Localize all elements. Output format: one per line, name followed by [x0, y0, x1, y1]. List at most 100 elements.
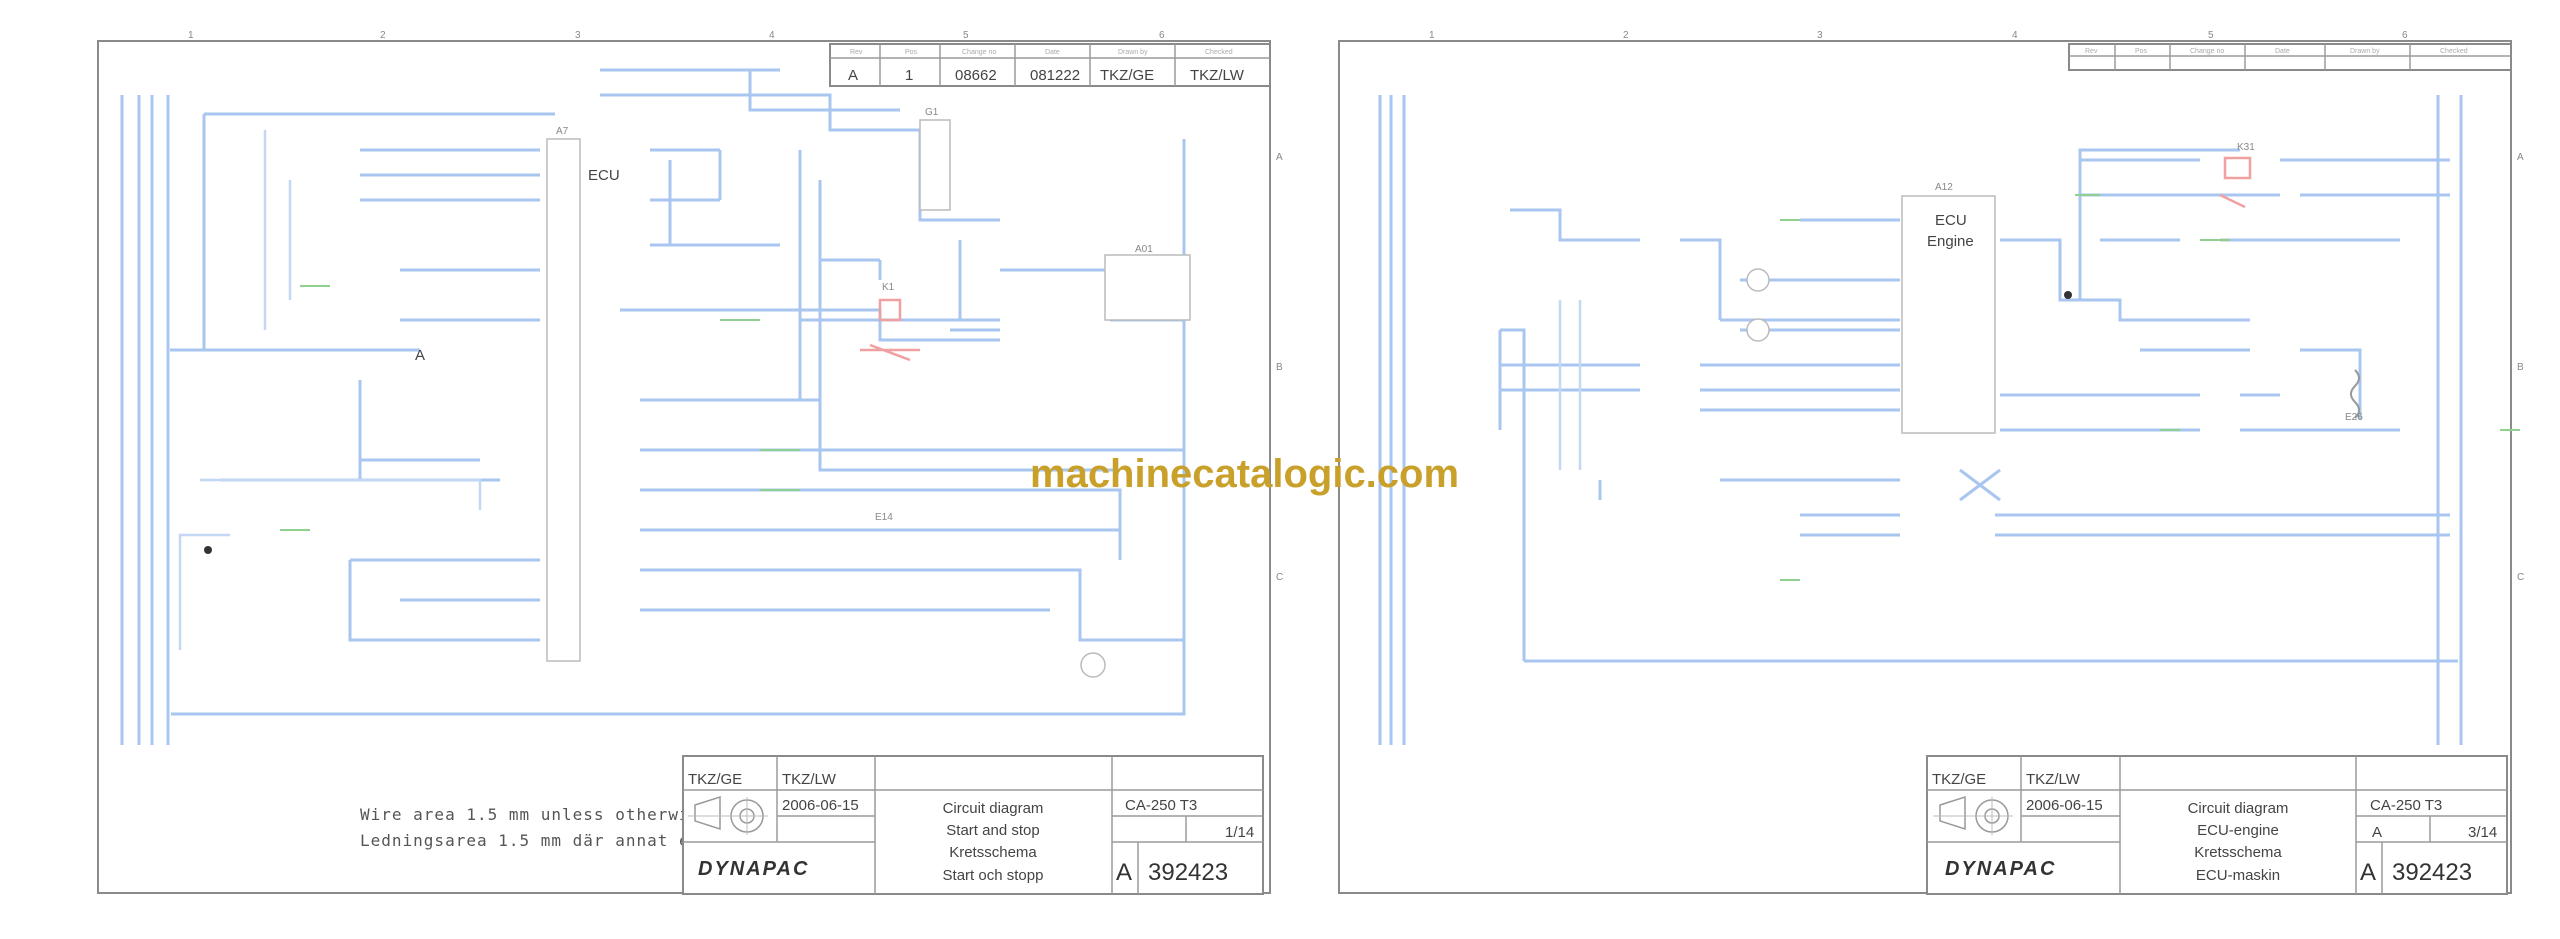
- date-header: Date: [2275, 48, 2290, 55]
- title-line-1: Circuit diagram: [2188, 800, 2289, 817]
- starter-connector: [919, 119, 951, 211]
- revision-letter: A: [1116, 859, 1132, 886]
- drawn-value: TKZ/GE: [1100, 67, 1154, 84]
- title-line-3: Kretsschema: [949, 844, 1037, 861]
- wire-area-note-en: Wire area 1.5 mm unless otherwise stated: [360, 805, 785, 824]
- model-name: CA-250 T3: [2370, 797, 2442, 814]
- projection-symbol: [1933, 795, 2013, 835]
- checked-value: TKZ/LW: [1190, 67, 1245, 84]
- column-label: 1: [1429, 30, 1435, 41]
- ecu-ref-label: A12: [1935, 182, 1953, 193]
- pos-header: Pos: [905, 49, 918, 56]
- column-label: 6: [1159, 30, 1165, 41]
- row-label: A: [2517, 152, 2524, 163]
- change-header: Change no: [962, 49, 996, 56]
- section-marker: A: [415, 347, 425, 364]
- dynapac-logo: DYNAPAC: [1945, 858, 2056, 880]
- projection-symbol: [688, 795, 768, 835]
- components: A7 ECU G1 A01 K1 A E14: [204, 107, 1191, 678]
- column-label: 2: [380, 30, 386, 41]
- title-line-3: Kretsschema: [2194, 844, 2282, 861]
- row-label: C: [1276, 572, 1283, 583]
- ecu-box: [546, 138, 581, 662]
- drawing-date: 2006-06-15: [782, 797, 859, 814]
- sensor-ref-label: E26: [2345, 412, 2363, 423]
- coil-symbol: [2350, 369, 2360, 419]
- title-line-2: Start and stop: [946, 822, 1039, 839]
- column-label: 3: [1817, 30, 1823, 41]
- model-name: CA-250 T3: [1125, 797, 1197, 814]
- lamp-symbol: [1080, 652, 1106, 678]
- module-ref-label: A01: [1135, 244, 1153, 255]
- row-label: C: [2517, 572, 2524, 583]
- ecu-label: ECU: [588, 167, 620, 184]
- column-label: 5: [2208, 30, 2214, 41]
- row-label: B: [2517, 362, 2524, 373]
- row-label: A: [1276, 152, 1283, 163]
- date-header: Date: [1045, 49, 1060, 56]
- title-line-4: ECU-maskin: [2196, 867, 2280, 884]
- ecu-engine-box: [1901, 195, 1996, 434]
- column-label: 6: [2402, 30, 2408, 41]
- title-block: TKZ/GE TKZ/LW 2006-06-15 DYNAPAC Circuit…: [682, 755, 1264, 895]
- lamp-symbol: [1746, 268, 1770, 292]
- revision-table: Rev Pos Change no Date Drawn by Checked: [2068, 43, 2512, 71]
- column-label: 3: [575, 30, 581, 41]
- ecu-label: ECU: [1935, 212, 1967, 229]
- document-number: 392423: [2392, 859, 2472, 886]
- drawn-by: TKZ/GE: [1932, 771, 1986, 788]
- drawn-header: Drawn by: [1118, 49, 1148, 56]
- junction-dot: [2064, 291, 2072, 299]
- ecu-ref-label: A7: [556, 126, 569, 137]
- document-number: 392423: [1148, 859, 1228, 886]
- title-line-4: Start och stopp: [943, 867, 1044, 884]
- column-label: 4: [769, 30, 775, 41]
- wiring: [1378, 95, 2520, 745]
- revision-letter: A: [2360, 859, 2376, 886]
- column-label: 5: [963, 30, 969, 41]
- column-label: 4: [2012, 30, 2018, 41]
- row-label: B: [1276, 362, 1283, 373]
- junction-dot: [204, 546, 212, 554]
- checked-header: Checked: [1205, 49, 1233, 56]
- change-header: Change no: [2190, 48, 2224, 55]
- change-value: 08662: [955, 67, 997, 84]
- dist-ref-label: E14: [875, 512, 893, 523]
- checked-header: Checked: [2440, 48, 2468, 55]
- wire-area-note-sv: Ledningsarea 1.5 mm där annat ej anges: [360, 831, 764, 850]
- components: A12 ECU Engine K31 E26: [1746, 142, 2363, 434]
- drawn-by: TKZ/GE: [688, 771, 742, 788]
- sheet-frame: [1338, 40, 2512, 894]
- lamp-symbol: [1746, 318, 1770, 342]
- relay-ref-label: K1: [882, 282, 895, 293]
- ecu-engine-label: Engine: [1927, 233, 1974, 250]
- watermark: machinecatalogic.com: [1030, 452, 1460, 496]
- starter-ref-label: G1: [925, 107, 939, 118]
- sheet-start-and-stop: 1 2 3 4 5 6 A B C Rev Pos Change no Date…: [97, 30, 1283, 895]
- drawn-header: Drawn by: [2350, 48, 2380, 55]
- date-value: 081222: [1030, 67, 1080, 84]
- module-box: [1104, 254, 1191, 321]
- revision-table: Rev Pos Change no Date Drawn by Checked …: [829, 43, 1271, 87]
- relay-ref-label: K31: [2237, 142, 2255, 153]
- sheet-number: 3/14: [2468, 824, 2497, 841]
- dynapac-logo: DYNAPAC: [698, 858, 809, 880]
- rev-header: Rev: [2085, 48, 2098, 55]
- wiring: [120, 68, 1186, 745]
- pos-value: 1: [905, 67, 913, 84]
- column-labels: 1 2 3 4 5 6 A B C: [1429, 30, 2524, 583]
- checked-by: TKZ/LW: [782, 771, 837, 788]
- sheet-ecu-engine: 1 2 3 4 5 6 A B C Rev Pos Change no Date…: [1338, 30, 2524, 895]
- checked-by: TKZ/LW: [2026, 771, 2081, 788]
- column-label: 1: [188, 30, 194, 41]
- title-block: TKZ/GE TKZ/LW 2006-06-15 DYNAPAC Circuit…: [1926, 755, 2508, 895]
- column-label: 2: [1623, 30, 1629, 41]
- title-line-1: Circuit diagram: [943, 800, 1044, 817]
- title-line-2: ECU-engine: [2197, 822, 2279, 839]
- pos-header: Pos: [2135, 48, 2148, 55]
- drawing-date: 2006-06-15: [2026, 797, 2103, 814]
- rev-value: A: [848, 67, 858, 84]
- edition: A: [2372, 824, 2382, 841]
- sheet-number: 1/14: [1225, 824, 1254, 841]
